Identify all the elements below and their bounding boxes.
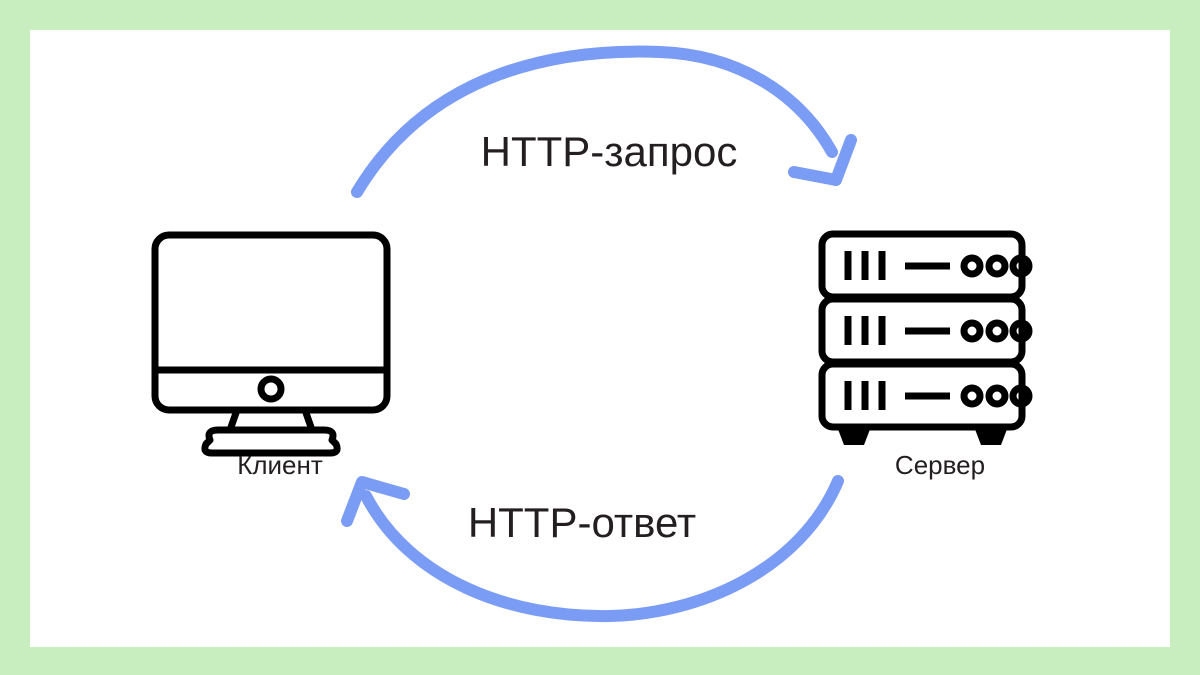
monitor-screen-frame bbox=[151, 231, 391, 414]
server-light-2-3 bbox=[1009, 319, 1033, 343]
server-unit-1-details bbox=[844, 251, 950, 280]
server-rack-icon bbox=[818, 230, 1033, 445]
server-light-1-1 bbox=[960, 254, 984, 278]
http-response-arrow bbox=[341, 475, 844, 623]
server-light-2-1 bbox=[960, 319, 984, 343]
server-unit-1-lights bbox=[960, 254, 1033, 278]
server-unit-2-lights bbox=[960, 319, 1033, 343]
chevron-arrowhead-right-icon bbox=[788, 134, 857, 186]
server-unit-3-lights bbox=[960, 384, 1033, 408]
desktop-monitor-icon bbox=[151, 231, 391, 457]
server-light-2-2 bbox=[985, 319, 1009, 343]
response-arc-path bbox=[360, 475, 844, 623]
chevron-arrowhead-left-icon bbox=[341, 476, 410, 527]
http-response-edge-label: HTTP-ответ bbox=[467, 499, 697, 546]
server-light-1-3 bbox=[1009, 254, 1033, 278]
server-light-3-3 bbox=[1009, 384, 1033, 408]
server-light-3-1 bbox=[960, 384, 984, 408]
monitor-stand-base bbox=[201, 426, 341, 457]
client-node-label: Клиент bbox=[237, 450, 323, 480]
server-light-1-2 bbox=[985, 254, 1009, 278]
request-arc-path bbox=[351, 45, 838, 198]
server-node-label: Сервер bbox=[894, 450, 986, 480]
server-unit-3-details bbox=[844, 381, 950, 410]
monitor-power-button-icon bbox=[257, 375, 285, 403]
server-unit-2-details bbox=[844, 316, 950, 345]
server-light-3-2 bbox=[985, 384, 1009, 408]
http-request-arrow bbox=[351, 45, 857, 198]
http-request-edge-label: HTTP-запрос bbox=[480, 128, 738, 175]
